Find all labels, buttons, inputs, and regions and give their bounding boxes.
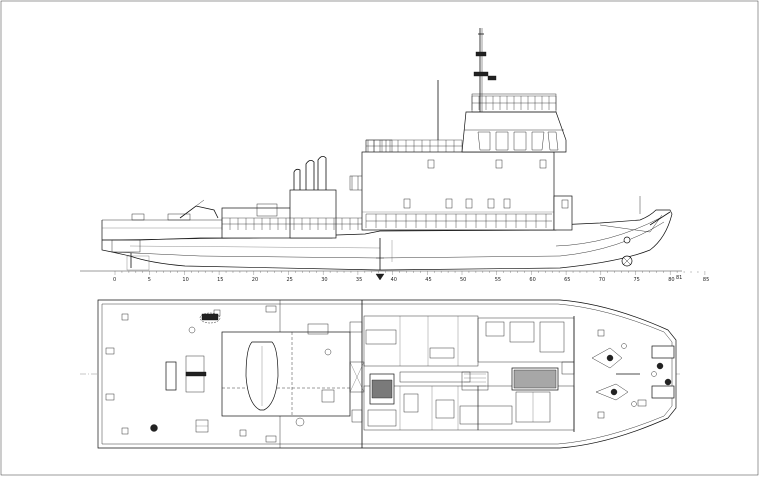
porthole [465, 198, 473, 209]
vent-head [295, 417, 305, 427]
aft-crane [179, 205, 219, 219]
midship-symbol [375, 273, 385, 281]
crane-icon [201, 313, 219, 321]
frame-label: 40 [391, 277, 397, 283]
porthole [495, 159, 503, 169]
bow-strake-2 [559, 221, 665, 257]
upper-deck-railing [365, 139, 463, 152]
mess-table [459, 405, 513, 425]
profile-frame-labels: 0 5 10 15 20 25 30 35 40 45 50 55 60 65 70 75 80 85 [113, 277, 709, 283]
toilet [403, 393, 419, 413]
porthole [403, 198, 411, 209]
galley [477, 317, 575, 363]
frame-label: 25 [287, 277, 293, 283]
porthole [503, 198, 511, 209]
stern-transom [111, 239, 141, 253]
bow-strake-1 [555, 217, 661, 247]
corridor [399, 371, 471, 383]
bulwark-inner [101, 303, 673, 445]
towing-pin [165, 361, 177, 391]
engine-casing [289, 189, 337, 239]
profile-frame-ticks [114, 271, 706, 275]
porthole [427, 159, 435, 169]
hull [101, 209, 673, 271]
bow-bulwark [599, 214, 663, 233]
frame-label: 0 [113, 277, 116, 283]
galley-range [509, 321, 535, 343]
forward-porthole [561, 199, 569, 209]
frame-label: 30 [321, 277, 327, 283]
deck-winch [167, 213, 191, 221]
frame-label: 65 [564, 277, 570, 283]
wheelhouse-windows [477, 131, 559, 151]
frame-label: 5 [148, 277, 151, 283]
bow-fender-box [651, 385, 675, 399]
deck-box [321, 389, 335, 403]
stair-well [511, 367, 559, 391]
aft-deck-railing [221, 217, 362, 230]
mast-yard-2 [473, 71, 489, 77]
galley-counter [485, 321, 505, 337]
hawse-pipe-icon [623, 236, 631, 244]
frame-label: 60 [529, 277, 535, 283]
windlass-2 [595, 383, 629, 401]
tank-vent [256, 203, 278, 217]
radar-icon [487, 75, 497, 81]
propeller-outline [126, 255, 150, 271]
accommodation [363, 315, 513, 431]
profile-view: 0 5 10 15 20 25 30 35 40 45 50 55 60 65 70 75 80 85 81 [80, 28, 709, 283]
sofa [539, 321, 565, 353]
crane-base [199, 312, 221, 324]
frame-label: 80 [668, 277, 674, 283]
desk [435, 399, 455, 419]
frame-label: 55 [495, 277, 501, 283]
frame-label: 50 [460, 277, 466, 283]
forward-house [553, 195, 573, 231]
frame-label: 70 [599, 277, 605, 283]
exhaust-stack-1 [293, 168, 301, 190]
casing-hatch [349, 361, 365, 393]
frame-label: 45 [425, 277, 431, 283]
main-deck-railing [365, 213, 552, 228]
ladder [461, 371, 489, 391]
frame-label: 35 [356, 277, 362, 283]
profile-end-mark: 81 [676, 275, 682, 281]
mast-yard-1 [475, 51, 487, 57]
frame-label: 75 [634, 277, 640, 283]
bow-fender-box [651, 345, 675, 359]
porthole [487, 198, 495, 209]
capstan-aft [131, 213, 145, 221]
hatch-cover [307, 323, 329, 335]
waterline [129, 245, 381, 249]
capstan-dark [150, 424, 158, 432]
frame-label: 15 [217, 277, 223, 283]
foredeck-equipment [591, 329, 675, 419]
bunk [429, 347, 455, 359]
porthole [445, 198, 453, 209]
frame-label: 20 [252, 277, 258, 283]
porthole [539, 159, 547, 169]
cargo-hold [221, 331, 351, 417]
flying-bridge-railing [471, 95, 557, 110]
fender-line [111, 251, 561, 259]
stair-rungs-1 [351, 176, 371, 190]
bow-fender [649, 211, 671, 226]
bunk [365, 329, 397, 345]
windlass [591, 347, 623, 369]
exhaust-stack-2 [305, 160, 315, 190]
bunk [367, 409, 397, 427]
exhaust-stack-3 [317, 156, 327, 190]
frame-label: 85 [703, 277, 709, 283]
main-superstructure [361, 151, 555, 231]
frame-label: 10 [182, 277, 188, 283]
capstan [188, 326, 196, 334]
